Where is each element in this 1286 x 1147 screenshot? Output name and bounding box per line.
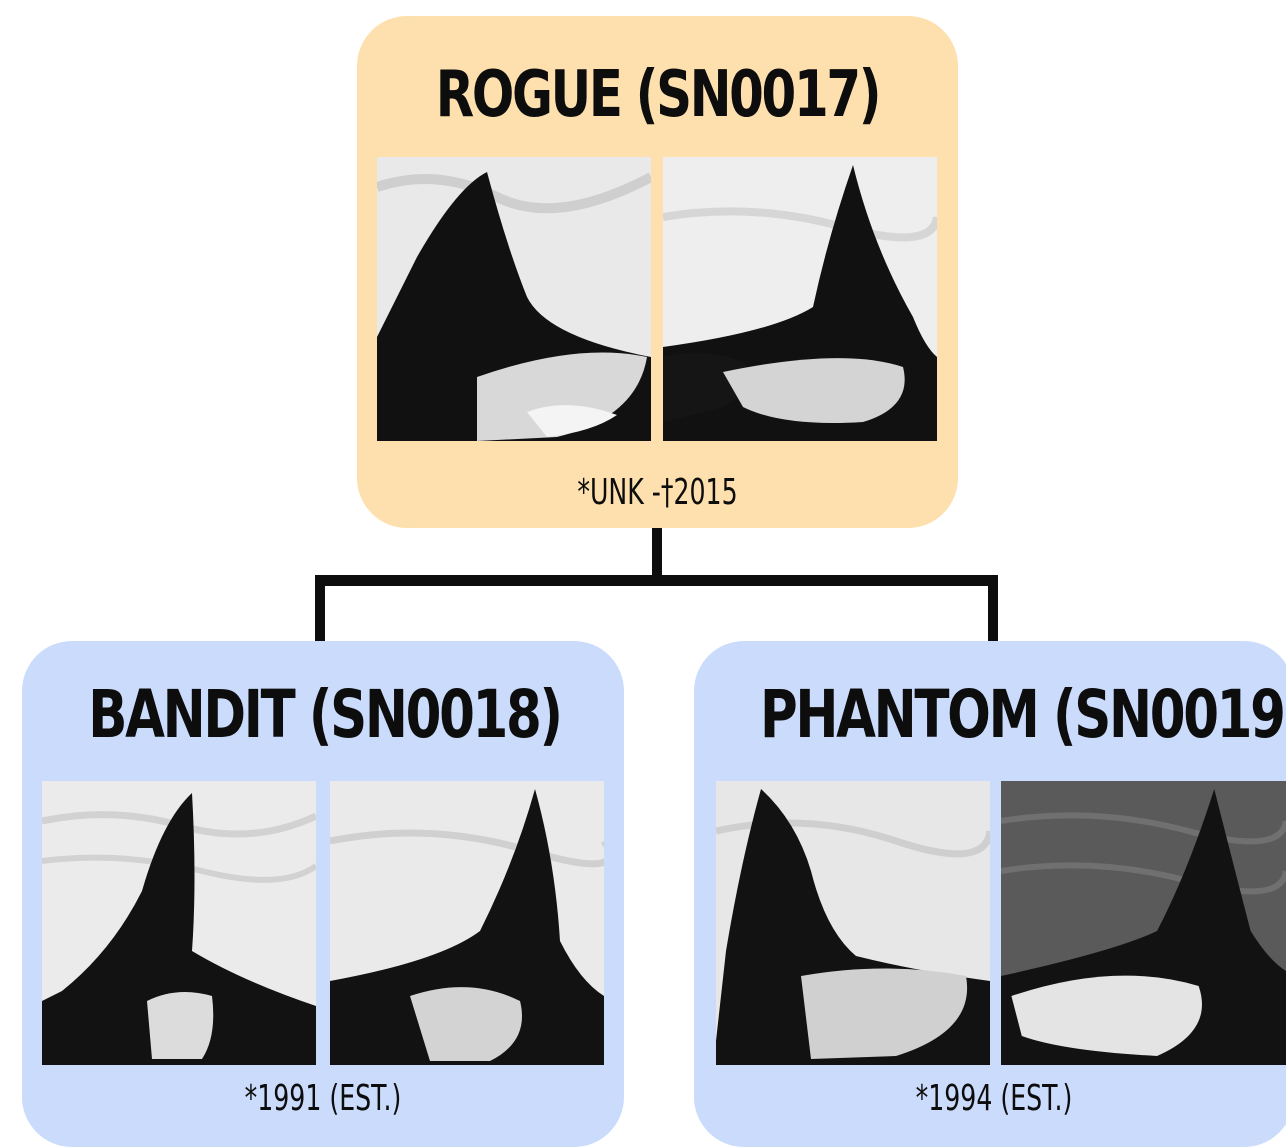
child-photo-right — [330, 781, 604, 1065]
child-dates: *1991 (EST.) — [112, 1078, 533, 1119]
parent-photo-right — [663, 157, 937, 441]
child-photo-left — [42, 781, 316, 1065]
connector-horizontal — [315, 575, 998, 586]
parent-dates: *UNK -†2015 — [447, 472, 868, 513]
child-card-bandit: BANDIT (SN0018) *1991 (EST.) — [22, 641, 624, 1147]
child-photo-right — [1001, 781, 1286, 1065]
parent-name: ROGUE (SN0017) — [423, 58, 892, 132]
connector-parent-stem — [652, 528, 662, 580]
connector-right-drop — [988, 575, 998, 641]
child-name: BANDIT (SN0018) — [88, 676, 558, 753]
child-photo-left — [716, 781, 990, 1065]
parent-photo-left — [377, 157, 651, 441]
child-card-phantom: PHANTOM (SN0019) *1994 (EST.) — [694, 641, 1286, 1147]
connector-left-drop — [315, 575, 325, 641]
child-name: PHANTOM (SN0019) — [760, 676, 1228, 753]
child-dates: *1994 (EST.) — [784, 1078, 1204, 1119]
parent-card: ROGUE (SN0017) *UNK -†2015 — [357, 16, 958, 528]
